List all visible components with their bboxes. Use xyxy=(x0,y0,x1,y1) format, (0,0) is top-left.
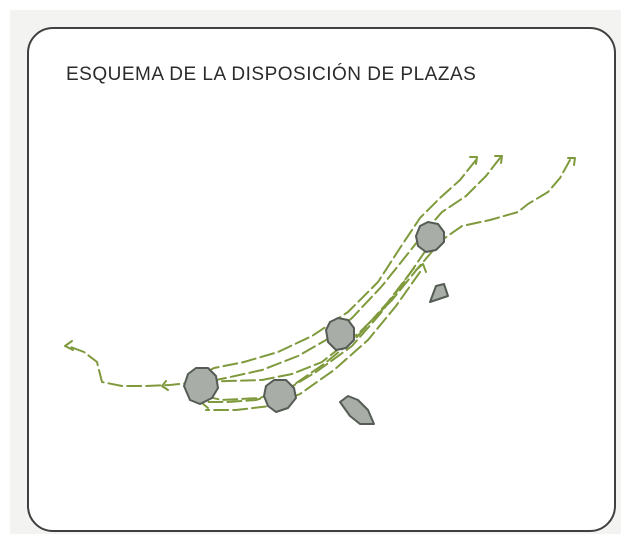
plaza-small-east xyxy=(429,283,449,303)
plaza-4 xyxy=(415,221,445,253)
route-1-arrow-start xyxy=(567,157,576,166)
diagram-frame xyxy=(27,27,616,532)
plaza-1 xyxy=(183,367,219,405)
route-1 xyxy=(67,159,571,387)
route-3-arrow-start xyxy=(469,156,478,165)
route-1-arrow-end xyxy=(64,340,74,351)
route-6-arrow-mid xyxy=(161,380,169,391)
route-2 xyxy=(187,157,501,391)
plaza-3 xyxy=(325,317,355,351)
route-5 xyxy=(205,271,421,411)
route-4-arrow-start xyxy=(415,263,427,273)
plaza-2 xyxy=(263,379,297,413)
route-2-arrow-start xyxy=(494,155,503,164)
diagram-title: ESQUEMA DE LA DISPOSICIÓN DE PLAZAS xyxy=(66,64,477,85)
route-3 xyxy=(195,159,477,379)
plaza-south xyxy=(339,395,375,425)
route-6 xyxy=(199,267,415,401)
